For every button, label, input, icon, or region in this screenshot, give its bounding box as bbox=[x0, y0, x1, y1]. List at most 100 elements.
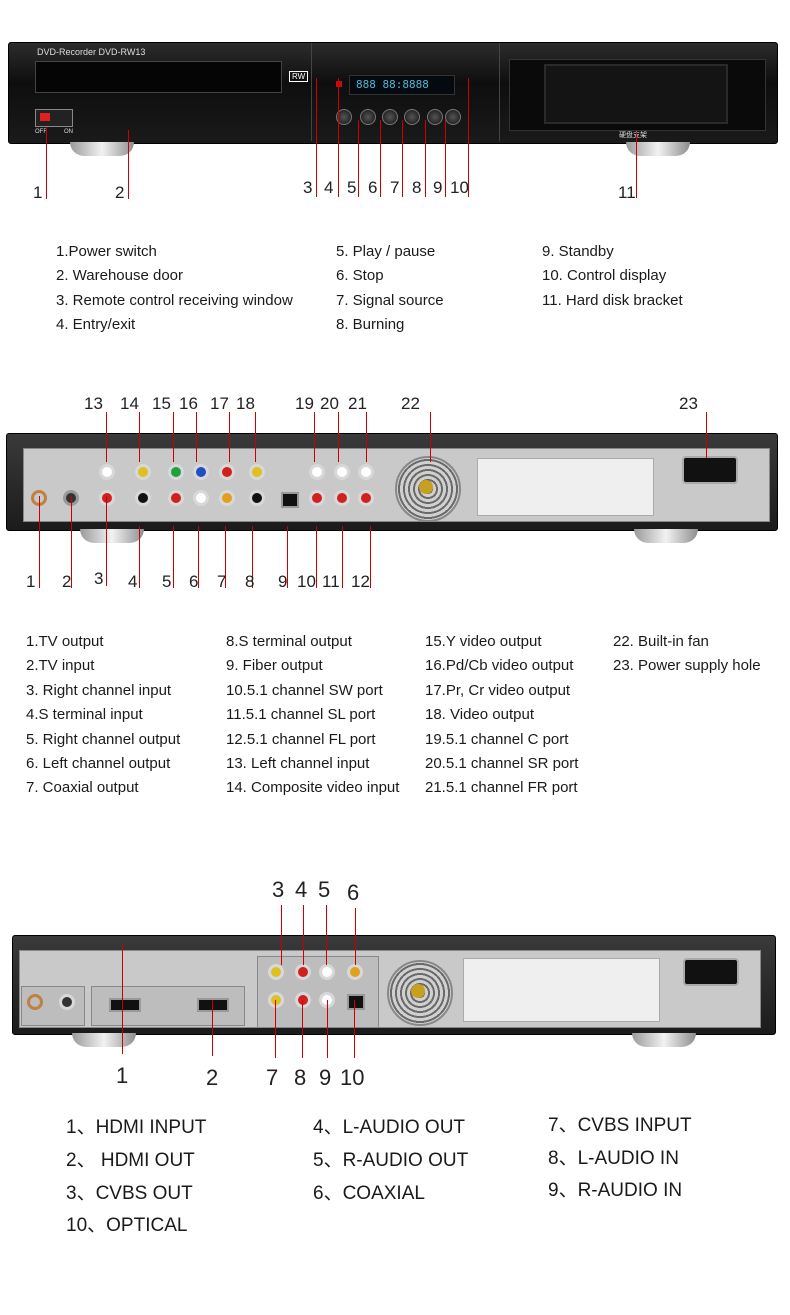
lead-18 bbox=[255, 412, 256, 462]
hdmi-lead-9 bbox=[327, 1000, 328, 1058]
left-channel-output-jack bbox=[193, 490, 209, 506]
sr-port-jack bbox=[334, 464, 350, 480]
rear-foot-right bbox=[634, 529, 698, 543]
control-display: 888 88:8888 bbox=[349, 75, 455, 95]
rear-legend-23: 23. Power supply hole bbox=[613, 657, 761, 674]
rear-callout-b9: 9 bbox=[278, 572, 288, 591]
callout-1: 1 bbox=[33, 183, 43, 202]
signal-source-button bbox=[404, 109, 420, 125]
front-legend-11: 11. Hard disk bracket bbox=[542, 292, 683, 309]
lead-b1 bbox=[39, 496, 40, 588]
power-supply-socket bbox=[682, 456, 738, 484]
hdmi-callout-3: 3 bbox=[272, 877, 285, 902]
rear-legend-13: 13. Left channel input bbox=[226, 755, 370, 772]
rear-legend-22: 22. Built-in fan bbox=[613, 633, 709, 650]
tv-out-jack-2 bbox=[27, 994, 43, 1010]
right-channel-output-jack bbox=[168, 490, 184, 506]
lead-1 bbox=[46, 127, 47, 199]
cvbs-out-jack bbox=[268, 964, 284, 980]
front-legend-2: 2. Warehouse door bbox=[56, 267, 184, 284]
callout-8: 8 bbox=[412, 178, 422, 197]
y-video-output-jack bbox=[168, 464, 184, 480]
c-port-jack bbox=[309, 464, 325, 480]
lead-b10 bbox=[316, 526, 317, 588]
hdmi-input-port bbox=[109, 998, 141, 1012]
hdmi-callout-10: 10 bbox=[340, 1065, 365, 1090]
front-legend-6: 6. Stop bbox=[336, 267, 384, 284]
sw-port-jack bbox=[309, 490, 325, 506]
dvd-recorder-front-image: DVD-Recorder DVD-RW13 RW OFF ON 888 88:8… bbox=[8, 42, 778, 144]
right-channel-input-jack bbox=[99, 490, 115, 506]
front-divider bbox=[311, 43, 312, 141]
rear-callout-22: 22 bbox=[401, 394, 420, 413]
rear-legend-8: 8.S terminal output bbox=[226, 633, 352, 650]
hdmi-callout-1: 1 bbox=[116, 1063, 129, 1088]
hdmi-lead-1 bbox=[122, 944, 123, 1054]
lead-13 bbox=[106, 412, 107, 462]
rear-legend-11: 11.5.1 channel SL port bbox=[226, 706, 376, 723]
front-foot-left bbox=[70, 142, 134, 156]
stop-button bbox=[382, 109, 398, 125]
lead-b11 bbox=[342, 526, 343, 588]
hdmi-callout-6: 6 bbox=[347, 880, 360, 905]
front-legend-9: 9. Standby bbox=[542, 243, 614, 260]
optical-port bbox=[347, 994, 365, 1010]
rear-legend-12: 12.5.1 channel FL port bbox=[226, 731, 376, 748]
tv-in-jack-2 bbox=[59, 994, 75, 1010]
rear-legend-14: 14. Composite video input bbox=[226, 779, 400, 796]
fr-port-jack bbox=[358, 464, 374, 480]
hdmi-callout-9: 9 bbox=[319, 1065, 332, 1090]
rear-callout-b12: 12 bbox=[351, 572, 370, 591]
disc-tray bbox=[35, 61, 282, 93]
lead-b12 bbox=[370, 526, 371, 588]
rear-foot-left bbox=[80, 529, 144, 543]
rear-legend-3: 3. Right channel input bbox=[26, 682, 172, 699]
lead-10 bbox=[468, 78, 469, 197]
lead-9 bbox=[445, 120, 446, 197]
rear-callout-18: 18 bbox=[236, 394, 255, 413]
hdmi-callout-8: 8 bbox=[294, 1065, 307, 1090]
lead-b9 bbox=[287, 526, 288, 588]
callout-11: 11 bbox=[618, 183, 636, 202]
rear-callout-b6: 6 bbox=[189, 572, 199, 591]
rear-legend-10: 10.5.1 channel SW port bbox=[226, 682, 383, 699]
hdmi-legend-8: 8、L-AUDIO IN bbox=[548, 1148, 679, 1169]
dvd-recorder-rear-image bbox=[6, 433, 778, 531]
hdmi-callout-2: 2 bbox=[206, 1065, 219, 1090]
rear-legend-17: 17.Pr, Cr video output bbox=[425, 682, 571, 699]
rw-logo: RW bbox=[289, 71, 309, 82]
hdmi-legend-4: 4、L-AUDIO OUT bbox=[313, 1117, 466, 1138]
hd-bracket-label: 硬盘支架 bbox=[619, 132, 647, 139]
lead-7 bbox=[402, 120, 403, 197]
hdmi-legend-9: 9、R-AUDIO IN bbox=[548, 1180, 683, 1201]
pb-video-output-jack bbox=[193, 464, 209, 480]
fan-hub bbox=[419, 480, 433, 494]
hdmi-legend-7: 7、CVBS INPUT bbox=[548, 1115, 692, 1136]
rear-legend-9: 9. Fiber output bbox=[226, 657, 323, 674]
burning-button bbox=[427, 109, 443, 125]
hdmi-lead-10 bbox=[354, 1000, 355, 1058]
rear-label-strip bbox=[477, 458, 654, 516]
lead-b5 bbox=[173, 526, 174, 588]
lead-11 bbox=[636, 132, 637, 198]
entry-exit-button bbox=[336, 109, 352, 125]
hdmi-foot-left bbox=[72, 1033, 136, 1047]
rear-callout-b2: 2 bbox=[62, 572, 72, 591]
rear-legend-4: 4.S terminal input bbox=[26, 706, 143, 723]
callout-4: 4 bbox=[324, 178, 334, 197]
rear-legend-16: 16.Pd/Cb video output bbox=[425, 657, 574, 674]
hdmi-lead-8 bbox=[302, 1000, 303, 1058]
hdmi-legend-10: 10、OPTICAL bbox=[66, 1215, 188, 1236]
callout-5: 5 bbox=[347, 178, 357, 197]
lead-6 bbox=[380, 120, 381, 197]
hdmi-callout-7: 7 bbox=[266, 1065, 279, 1090]
pr-video-output-jack bbox=[219, 464, 235, 480]
rear-legend-21: 21.5.1 channel FR port bbox=[425, 779, 578, 796]
hdmi-label-strip bbox=[463, 958, 660, 1022]
hdmi-legend-1: 1、HDMI INPUT bbox=[66, 1117, 207, 1138]
rear-legend-19: 19.5.1 channel C port bbox=[425, 731, 569, 748]
s-terminal-input-jack bbox=[135, 490, 151, 506]
l-audio-in-jack bbox=[295, 992, 311, 1008]
lead-8 bbox=[425, 120, 426, 197]
rear-callout-b8: 8 bbox=[245, 572, 255, 591]
